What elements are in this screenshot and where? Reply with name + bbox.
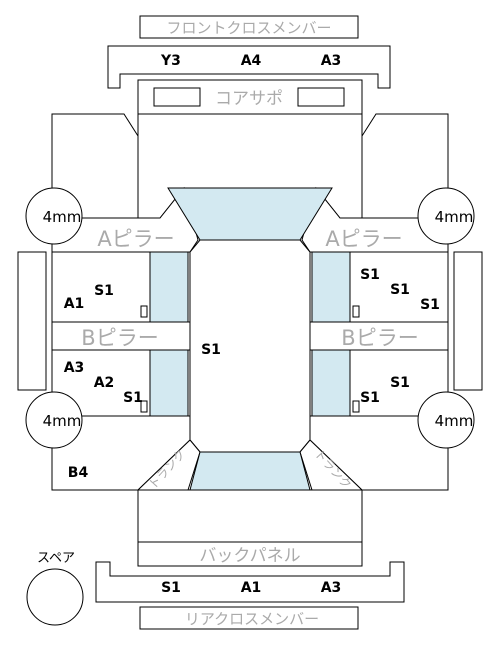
headlight-right: [297, 87, 345, 107]
spare-tire: [26, 568, 84, 626]
b-pillar-left-label: Bピラー: [81, 326, 158, 350]
rear-door-handle-left: [140, 400, 148, 413]
a-pillar-left-label: Aピラー: [97, 227, 174, 251]
front-door-handle-left: [140, 305, 148, 318]
wheel-front-left: [25, 187, 83, 245]
wheel-rear-right: [417, 391, 475, 449]
rear-cross-member: [95, 561, 405, 603]
core-support-label: コアサポ: [215, 89, 283, 109]
trunk-lid: [137, 489, 363, 543]
rear-cross-member-box: [139, 606, 359, 630]
left-front-door-code-b: A1: [64, 296, 85, 312]
right-front-door-code-a: S1: [360, 267, 380, 283]
wheel-front-right: [417, 187, 475, 245]
front-cross-code-2: A4: [241, 53, 262, 69]
b-pillar-right-label: Bピラー: [341, 326, 418, 350]
right-rear-door-code-a: S1: [390, 375, 410, 391]
wheel-rear-left: [25, 391, 83, 449]
side-step-right: [453, 251, 483, 391]
left-rear-door-code-a: A3: [64, 360, 85, 376]
left-rear-quarter-code: B4: [68, 465, 89, 481]
left-rear-door-code-b: A2: [94, 375, 115, 391]
front-cross-member: [107, 45, 391, 89]
back-panel-label: バックパネル: [199, 546, 300, 566]
roof-code: S1: [201, 342, 221, 358]
right-rear-door-code-b: S1: [360, 390, 380, 406]
front-cross-code-3: A3: [321, 53, 342, 69]
wheel-front-right-label: 4mm: [435, 208, 474, 226]
spare-label: スペア: [37, 551, 75, 566]
rear-cross-member-label: リアクロスメンバー: [185, 610, 319, 628]
front-cross-member-label: フロントクロスメンバー: [166, 19, 331, 37]
front-cross-member-box: [139, 15, 359, 39]
wheel-rear-right-label: 4mm: [435, 412, 474, 430]
right-front-door-code-b: S1: [390, 282, 410, 298]
right-front-door-code-c: S1: [420, 297, 440, 313]
rear-cross-code-2: A1: [241, 580, 262, 596]
front-door-handle-right: [352, 305, 360, 318]
wheel-rear-left-label: 4mm: [43, 412, 82, 430]
side-step-left: [17, 251, 47, 391]
left-front-door-code-a: S1: [94, 283, 114, 299]
a-pillar-right-label: Aピラー: [325, 227, 402, 251]
rear-door-glass-right: [311, 349, 351, 417]
rear-door-glass-left: [149, 349, 189, 417]
b-pillar-right: [309, 321, 449, 351]
rear-cross-code-3: A3: [321, 580, 342, 596]
front-door-glass-right: [311, 251, 351, 323]
back-panel: [137, 541, 363, 567]
left-rear-door-code-c: S1: [123, 390, 143, 406]
b-pillar-left: [51, 321, 191, 351]
front-door-glass-left: [149, 251, 189, 323]
headlight-left: [153, 87, 201, 107]
wheel-front-left-label: 4mm: [43, 208, 82, 226]
rear-door-handle-right: [352, 400, 360, 413]
front-cross-code-1: Y3: [160, 53, 181, 69]
rear-window: [189, 451, 311, 491]
rear-cross-code-1: S1: [161, 580, 181, 596]
